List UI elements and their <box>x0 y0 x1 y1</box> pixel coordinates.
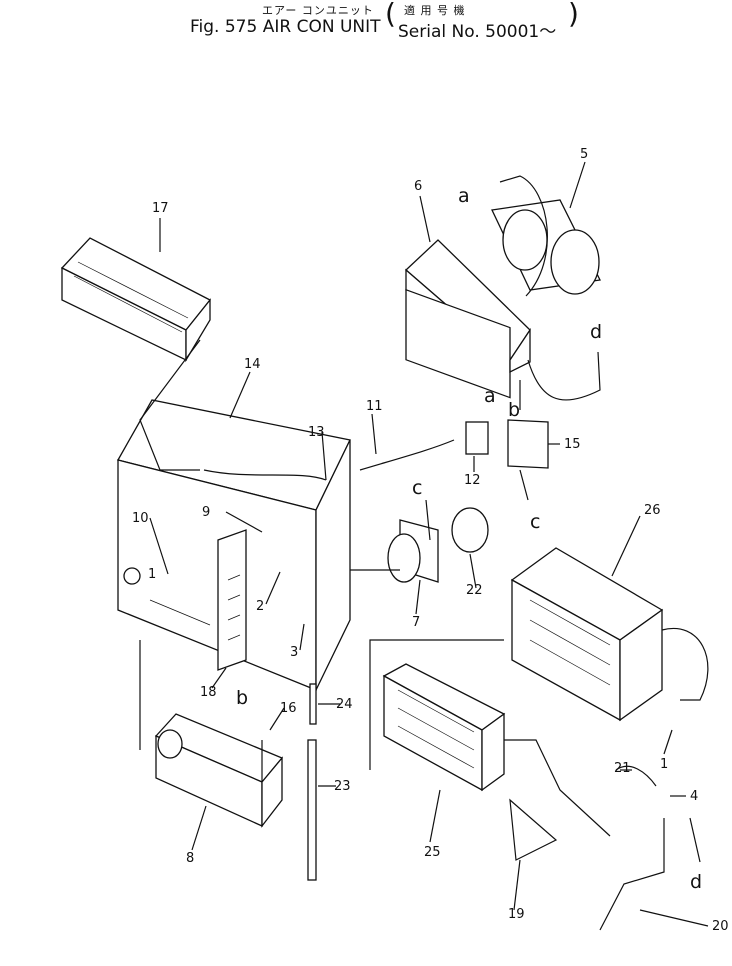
callout-12: 12 <box>464 473 481 488</box>
callout-8: 8 <box>186 851 194 866</box>
connector-b-mid: b <box>508 399 520 421</box>
part-25-heater-core <box>382 663 506 792</box>
callout-4: 4 <box>690 789 698 804</box>
figure-header: エアー コンユニット 適 用 号 機 Fig. 575 AIR CON UNIT… <box>0 0 732 42</box>
part-12-relay <box>465 421 489 455</box>
part-17-vent-grille <box>60 237 212 363</box>
serial-number-range: Serial No. 50001～ <box>398 22 557 42</box>
figure-title: Fig. 575 AIR CON UNIT <box>190 17 381 37</box>
connector-c-right: c <box>530 511 540 533</box>
callout-1-evaporator: 1 <box>660 757 668 772</box>
callout-17: 17 <box>152 201 169 216</box>
callout-26: 26 <box>644 503 661 518</box>
callout-labels: 17 14 6 5 11 13 12 15 9 10 1 2 3 18 16 2… <box>132 147 729 934</box>
part-7-fan <box>387 519 439 583</box>
japanese-title: エアー コンユニット <box>262 4 374 17</box>
connector-letters: a a b b c c d d <box>236 185 702 893</box>
callout-6: 6 <box>414 179 422 194</box>
part-23-drain-hose <box>307 739 317 881</box>
part-15-bracket <box>507 419 549 469</box>
callout-14: 14 <box>244 357 261 372</box>
part-19-hose <box>509 798 558 861</box>
callout-1-housing: 1 <box>148 567 156 582</box>
callout-9: 9 <box>202 505 210 520</box>
part-20-hose <box>599 818 665 931</box>
part-5-blower-motor <box>491 199 601 295</box>
connector-d-right: d <box>590 321 602 343</box>
callout-13: 13 <box>308 425 325 440</box>
callout-7: 7 <box>412 615 420 630</box>
callout-18: 18 <box>200 685 217 700</box>
callout-24: 24 <box>336 697 353 712</box>
callout-10: 10 <box>132 511 149 526</box>
part-22-seal <box>451 507 489 553</box>
connector-d-low: d <box>690 871 702 893</box>
callout-23: 23 <box>334 779 351 794</box>
callout-21: 21 <box>614 761 631 776</box>
leader-lines <box>139 161 709 927</box>
part-6-blower-case <box>405 239 531 399</box>
callout-25: 25 <box>424 845 441 860</box>
connector-a-top: a <box>458 185 470 207</box>
callout-16: 16 <box>280 701 297 716</box>
connector-a-mid: a <box>484 385 496 407</box>
part-26-evaporator <box>510 547 709 722</box>
japanese-serial-label: 適 用 号 機 <box>404 4 466 17</box>
callout-22: 22 <box>466 583 483 598</box>
callout-11: 11 <box>366 399 383 414</box>
connector-b-low: b <box>236 687 248 709</box>
callout-5: 5 <box>580 147 588 162</box>
callout-3: 3 <box>290 645 298 660</box>
callout-19: 19 <box>508 907 525 922</box>
callout-15: 15 <box>564 437 581 452</box>
part-21-hose <box>615 765 657 787</box>
callout-20: 20 <box>712 919 729 934</box>
main-housing <box>117 399 351 691</box>
connector-c-mid: c <box>412 477 422 499</box>
open-paren: ( <box>385 0 396 30</box>
part-24-pipe <box>309 683 317 725</box>
close-paren: ) <box>568 0 579 30</box>
part-8-drain-tray <box>154 713 284 828</box>
callout-2: 2 <box>256 599 264 614</box>
